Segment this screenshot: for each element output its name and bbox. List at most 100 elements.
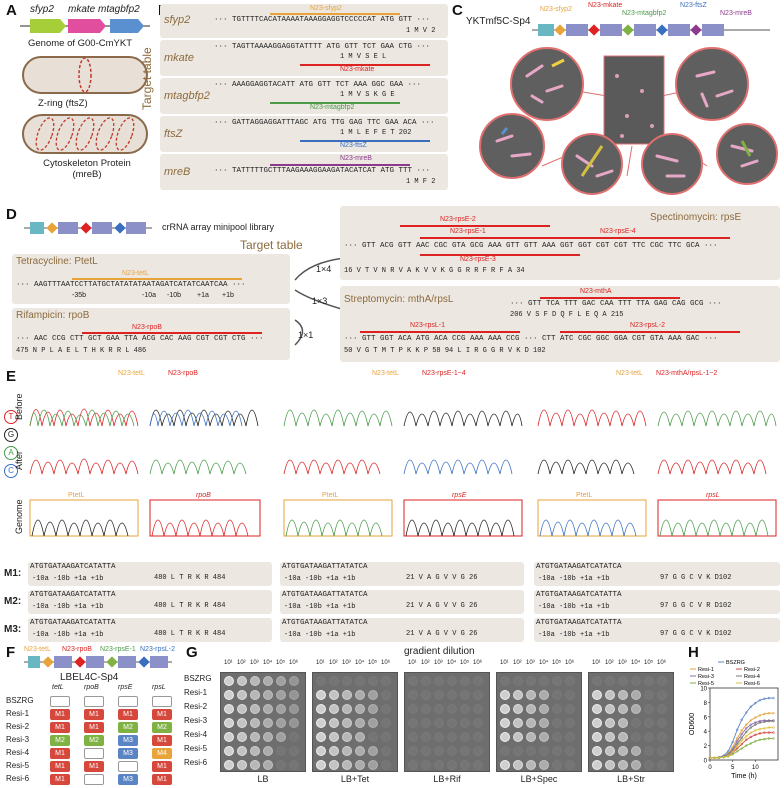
gene-name: ftsZ [164, 128, 183, 140]
colony-spot [263, 676, 273, 686]
colony-spot [513, 690, 523, 700]
m2-sub-1: -10a -10b +1a +1b [32, 603, 104, 611]
strep-seq2: ··· GTT GGT ACA ATG ACA CCG AAA AAA CCG … [344, 335, 718, 343]
colony-spot [224, 718, 234, 728]
tet-sub: -35b [72, 292, 87, 299]
rif-seq: ··· AAC CCG CTT GCT GAA TTA ACG CAC AAG … [16, 335, 264, 343]
colony-spot [552, 676, 562, 686]
colony-spot [250, 746, 260, 756]
panel-d-label: D [6, 206, 17, 223]
legend-entry: Resi-3 [698, 674, 714, 680]
y-tick-label: 0 [704, 759, 708, 765]
colony-spot [552, 760, 562, 770]
aa-row: 1 M V 2 [406, 27, 436, 35]
f-cell: M2 [50, 735, 70, 746]
colony-spot [500, 704, 510, 714]
data-point [772, 726, 775, 729]
data-point [754, 723, 757, 726]
x-tick-label: 0 [708, 765, 712, 771]
m1-seq-1: ATGTGATAAGATCATATTA [30, 563, 116, 571]
z-ring-cell-diagram [22, 56, 148, 94]
m1-aa-3: 97 G G C V K D102 [660, 574, 732, 582]
data-point [722, 755, 725, 759]
colony-spot [355, 760, 365, 770]
data-point [763, 727, 766, 730]
colony-spot [224, 732, 234, 742]
z-ring-label: Z-ring (ftsZ) [38, 98, 88, 109]
colony-spot [289, 704, 299, 714]
colony-spot [565, 676, 575, 686]
panel-a-label: A [6, 2, 17, 19]
dilution-label: 10⁵ [552, 660, 562, 666]
microscopy-collage [479, 47, 778, 195]
y-tick-label: 8 [704, 701, 708, 707]
spec-guide: N23-rpsE-4 [600, 228, 636, 235]
plot-frame [709, 687, 779, 761]
dilution-label: 10⁵ [460, 660, 470, 666]
colony-spot [552, 690, 562, 700]
colony-spot [434, 690, 444, 700]
colony-spot [237, 760, 247, 770]
e-group-1: N23-tetL N23-rpoB PtetL rpoB [28, 368, 268, 558]
data-point [763, 720, 766, 724]
colony-spot [565, 690, 575, 700]
colony-spot [460, 676, 470, 686]
colony-spot [434, 732, 444, 742]
colony-spot [342, 760, 352, 770]
data-point [754, 729, 757, 732]
cytoskeleton-label: Cytoskeleton Protein (mreB) [43, 158, 131, 180]
spec-guide: N23-rpsE-2 [440, 216, 476, 223]
f-cell: M2 [84, 735, 104, 746]
colony-spot [605, 704, 615, 714]
m3-sub-1: -10a -10b +1a +1b [32, 631, 104, 639]
panel-e-label: E [6, 368, 17, 385]
data-point [749, 731, 753, 734]
data-point [745, 738, 748, 742]
e1-genome-p: PtetL [68, 492, 85, 499]
colony-spot [342, 704, 352, 714]
colony-spot [592, 746, 602, 756]
data-point [740, 729, 743, 732]
colony-spot [316, 760, 326, 770]
guide-arrow [270, 102, 400, 104]
ratio-1x4: 1×4 [316, 264, 332, 274]
c-guide-mkate: N23-mkate [588, 2, 623, 9]
aa-row: 1 M V S E L [340, 53, 387, 61]
guide-arrow [72, 278, 242, 280]
dilution-label: 10³ [250, 660, 259, 666]
data-point [754, 716, 757, 719]
colony-spot [657, 676, 667, 686]
colony-spot [421, 760, 431, 770]
data-point [745, 723, 748, 726]
data-point [772, 731, 775, 734]
dilution-label: 10⁶ [289, 660, 299, 666]
row-genome: Genome [14, 499, 24, 534]
m2-aa-2: 21 V A G V V G 26 [406, 602, 478, 610]
f-row-name: Resi-2 [6, 722, 30, 731]
f-title: LBEL4C-Sp4 [60, 672, 119, 683]
colony-spot [526, 746, 536, 756]
panel-f-label: F [6, 644, 16, 661]
strep-aa1: 206 V S F D Q F L E Q A 215 [510, 311, 624, 319]
dilution-label: 10⁴ [355, 660, 365, 666]
colony-spot [473, 690, 483, 700]
colony-spot [342, 690, 352, 700]
colony-spot [408, 760, 418, 770]
colony-spot [368, 760, 378, 770]
gene-name: mkate [164, 52, 194, 64]
colony-spot [276, 732, 286, 742]
series-line-resi-6 [710, 727, 774, 759]
f-cell: M1 [50, 748, 70, 759]
data-point [758, 727, 762, 731]
m1-aa-1: 480 L T R K R 484 [154, 574, 226, 582]
aa-row: 1 M V S K G E [340, 91, 395, 99]
colony-spot [552, 732, 562, 742]
dilution-label: 10⁶ [565, 660, 575, 666]
colony-spot [276, 690, 286, 700]
colony-spot [526, 676, 536, 686]
colony-spot [276, 760, 286, 770]
guide-label: N23-mreB [340, 155, 372, 162]
data-point [735, 740, 739, 743]
e3-genome-gene: rpsL [706, 492, 720, 499]
colony-spot [618, 718, 628, 728]
